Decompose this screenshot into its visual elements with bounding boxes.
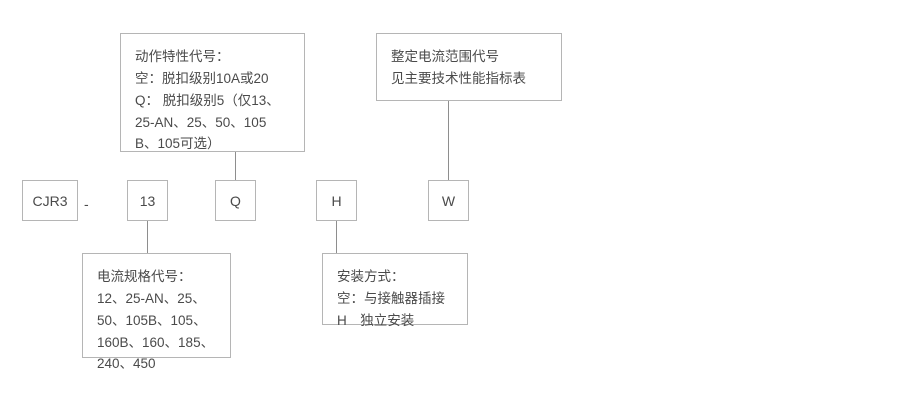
code-token-setting[interactable]: W bbox=[428, 180, 469, 221]
callout-mounting-method: 安装方式： 空：与接触器插接 H 独立安装 bbox=[322, 253, 468, 328]
callout-setting-current-range: 整定电流范围代号 见主要技术性能指标表 bbox=[376, 33, 562, 101]
code-token-trip-class[interactable]: Q bbox=[215, 180, 256, 221]
connector-current-to-spec bbox=[147, 221, 148, 253]
code-token-separator: - bbox=[84, 196, 89, 212]
code-token-series[interactable]: CJR3 bbox=[22, 180, 78, 221]
callout-action-characteristic: 动作特性代号： 空：脱扣级别10A或20 Q： 脱扣级别5（仅13、 25-AN… bbox=[120, 33, 305, 152]
callout-current-spec: 电流规格代号： 12、25-AN、25、 50、105B、105、 160B、1… bbox=[82, 253, 231, 371]
connector-setting-to-w bbox=[448, 101, 449, 180]
connector-mounting-to-method bbox=[336, 221, 337, 253]
code-token-current[interactable]: 13 bbox=[127, 180, 168, 221]
connector-action-to-q bbox=[235, 152, 236, 180]
code-token-mounting[interactable]: H bbox=[316, 180, 357, 221]
